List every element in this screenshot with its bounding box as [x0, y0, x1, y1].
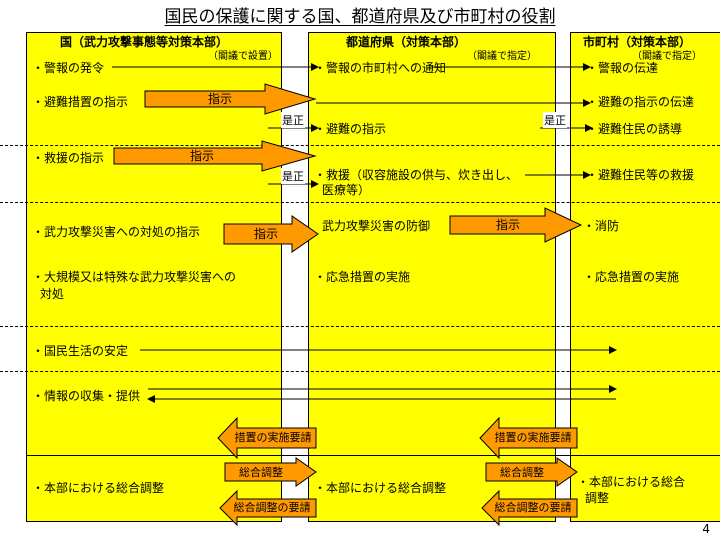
prefecture-item: ・警報の市町村への通知 [314, 61, 447, 75]
page-title: 国民の保護に関する国、都道府県及び市町村の役割 [164, 7, 556, 27]
prefecture-item: 医療等） [322, 183, 371, 197]
prefecture-item: ・避難の指示 [314, 122, 387, 136]
separator-1 [0, 145, 720, 146]
shiji-label-1: 指示 [207, 92, 232, 106]
prefecture-sub: （閣議で指定） [467, 51, 537, 62]
national-item: ・救援の指示 [32, 151, 105, 165]
national-sub: （閣議で設置） [208, 51, 278, 62]
sochi-yosei-arrow-2 [479, 416, 578, 460]
separator-2 [0, 202, 720, 203]
municipal-item: ・避難住民等の救援 [586, 168, 695, 182]
shiji-arrow-1 [144, 83, 317, 115]
national-header: 国（武力攻撃事態等対策本部） [60, 35, 229, 49]
shiji-label-2: 指示 [189, 149, 214, 163]
municipal-panel [570, 32, 720, 522]
sochi-yosei-label-2: 措置の実施要請 [494, 431, 572, 444]
sogo-chosei-yosei-arrow-2 [481, 489, 578, 527]
municipal-item: ・警報の伝達 [586, 61, 659, 75]
municipal-item: ・本部における総合 [577, 475, 686, 489]
sogo-chosei-yosei-label-1: 総合調整の要請 [233, 501, 311, 514]
municipal-header: 市町村（対策本部） [583, 35, 692, 49]
sogo-chosei-yosei-label-2: 総合調整の要請 [494, 501, 572, 514]
sogo-chosei-arrow-2 [485, 457, 578, 487]
municipal-item: ・消防 [583, 219, 620, 233]
national-item: ・大規模又は特殊な武力攻撃災害への [32, 270, 237, 284]
separator-5 [26, 455, 720, 456]
prefecture-header: 都道府県（対策本部） [346, 35, 467, 49]
shiji-arrow-2 [113, 140, 317, 172]
municipal-item: ・避難の指示の伝達 [586, 95, 695, 109]
sogo-chosei-label-1: 総合調整 [239, 466, 283, 479]
prefecture-item: ・救援（収容施設の供与、炊き出し、 [314, 168, 519, 182]
sogo-chosei-yosei-arrow-1 [219, 489, 317, 527]
sogo-chosei-label-2: 総合調整 [500, 466, 544, 479]
municipal-item: ・避難住民の誘導 [586, 122, 683, 136]
shiji-arrow-3 [223, 215, 319, 253]
national-item: ・避難措置の指示 [32, 95, 129, 109]
municipal-sub: （閣議で指定） [632, 51, 702, 62]
zesei-label-1: 是正 [281, 112, 305, 128]
zesei-label-3: 是正 [281, 168, 305, 184]
prefecture-item: ・本部における総合調整 [314, 481, 447, 495]
shiji-arrow-4 [449, 207, 583, 243]
sogo-chosei-arrow-1 [224, 457, 317, 487]
separator-4 [0, 371, 720, 372]
national-item: ・情報の収集・提供 [32, 389, 141, 403]
municipal-item: ・応急措置の実施 [583, 270, 680, 284]
municipal-item: 調整 [585, 491, 610, 505]
zesei-label-2: 是正 [543, 112, 567, 128]
national-item: ・警報の発令 [32, 61, 105, 75]
prefecture-item: ・応急措置の実施 [314, 270, 411, 284]
shiji-label-3: 指示 [253, 227, 278, 241]
national-item: ・本部における総合調整 [32, 481, 165, 495]
national-item: ・国民生活の安定 [32, 344, 129, 358]
national-item: ・武力攻撃災害への対処の指示 [32, 225, 201, 239]
sochi-yosei-arrow-1 [217, 416, 317, 460]
separator-3 [0, 326, 720, 327]
page-number: 4 [702, 522, 710, 536]
sochi-yosei-label-1: 措置の実施要請 [234, 431, 312, 444]
prefecture-item: 武力攻撃災害の防御 [322, 219, 431, 233]
shiji-label-4: 指示 [495, 218, 520, 232]
national-item: 対処 [40, 287, 65, 301]
